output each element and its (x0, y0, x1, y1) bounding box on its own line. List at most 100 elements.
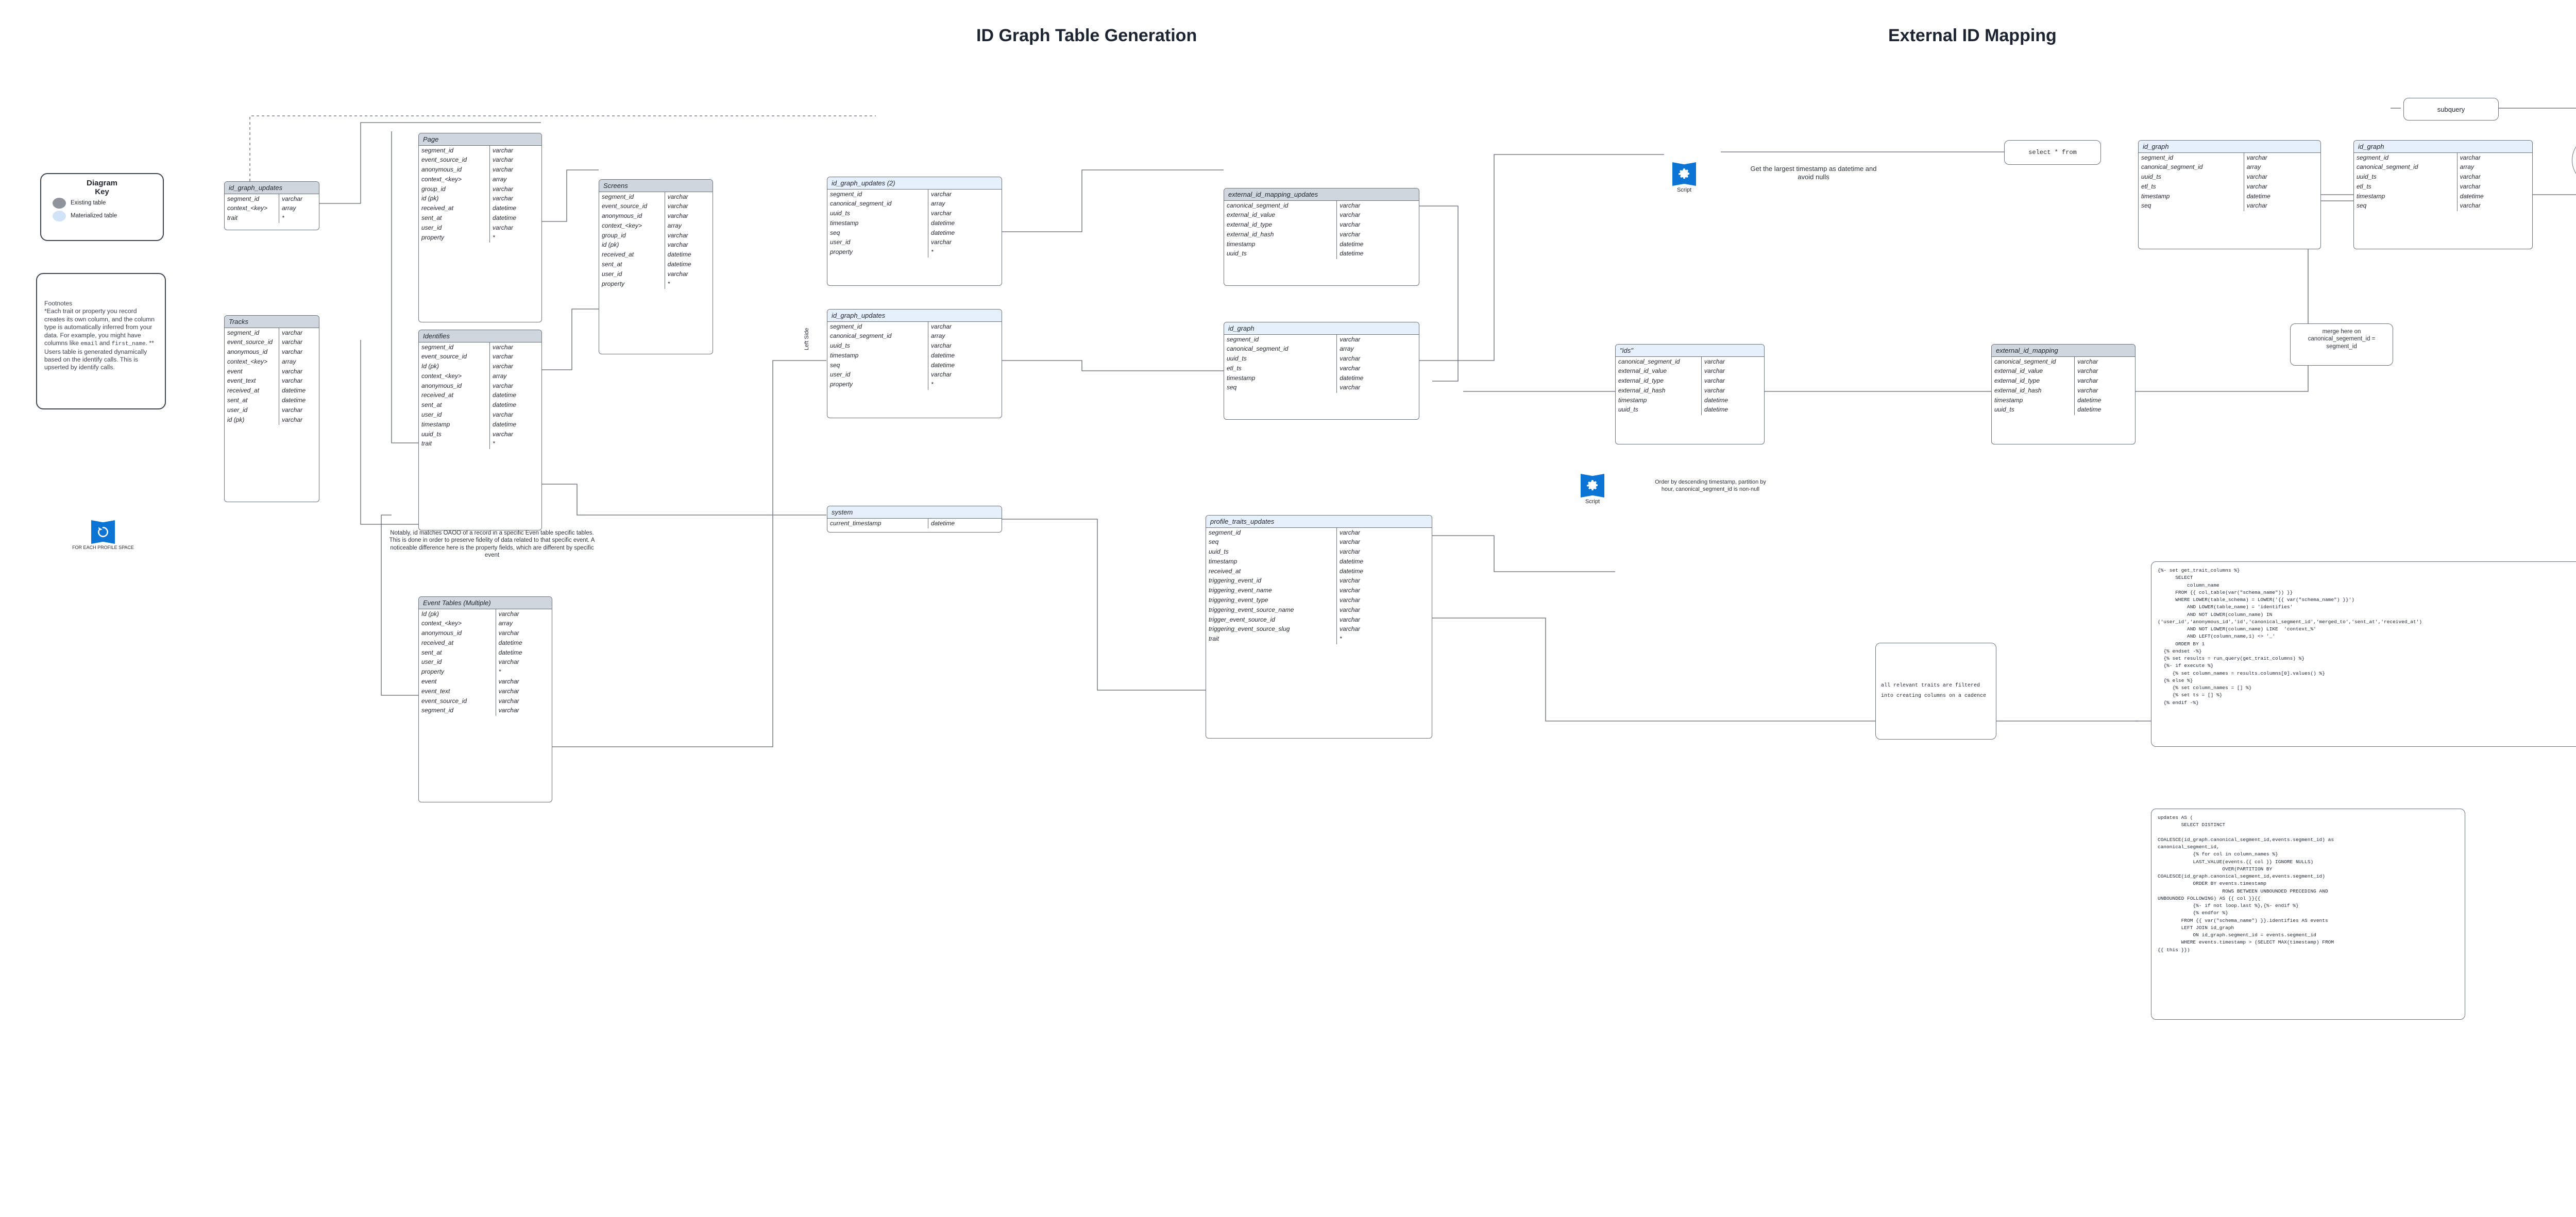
er-column-type: varchar (493, 146, 514, 154)
identifies-note: Notably, id matches OAOO of a record in … (389, 530, 595, 559)
er-column-type: varchar (1340, 384, 1361, 391)
er-column-type: varchar (493, 166, 514, 174)
er-column-name: uuid_ts (1616, 405, 1702, 415)
script-label-2: Script (1585, 499, 1600, 505)
er-column-type: varchar (1340, 364, 1361, 372)
er-column-name: trait (225, 213, 280, 224)
code-block-get-trait-columns: {%- set get_trait_columns %} SELECT colu… (2151, 561, 2576, 747)
er-column-type: datetime (493, 214, 517, 222)
er-column-type: varchar (498, 658, 519, 666)
er-column-type: varchar (2077, 367, 2098, 375)
er-table-title: Event Tables (Multiple) (419, 597, 552, 609)
er-column-name: segment_id (599, 192, 665, 202)
er-column-name: anonymous_id (419, 381, 490, 391)
er-column-name: anonymous_id (225, 347, 280, 357)
er-column-type: varchar (493, 430, 514, 438)
script-node-order-by[interactable]: Script (1577, 474, 1608, 505)
er-column-name: segment_id (2354, 153, 2458, 163)
er-column-name: uuid_ts (2354, 172, 2458, 182)
order-by-desc-note: Order by descending timestamp, partition… (1655, 479, 1766, 492)
er-column-name: property (827, 247, 929, 258)
er-column-name: property (419, 233, 490, 243)
er-column-name: segment_id (419, 706, 496, 716)
er-column-type: datetime (667, 261, 691, 268)
er-column-type: varchar (282, 348, 303, 356)
er-column-type: varchar (1340, 538, 1361, 546)
er-column-type: datetime (1704, 406, 1728, 414)
script-node-timestamp[interactable]: Script (1668, 162, 1700, 193)
er-column-type: datetime (498, 639, 522, 646)
er-column-name: received_at (225, 386, 280, 396)
er-column-name: uuid_ts (1224, 249, 1337, 259)
er-column-name: timestamp (1224, 373, 1337, 383)
er-column-name: timestamp (827, 351, 929, 361)
er-column-name: timestamp (1616, 396, 1702, 405)
footnotes-code-firstname: first_name (111, 340, 146, 347)
er-column-type: varchar (1340, 587, 1361, 594)
er-column-type: varchar (2246, 173, 2267, 181)
er-column-type: datetime (931, 519, 955, 527)
er-column-name: event (225, 367, 280, 376)
er-column-type: array (498, 620, 513, 627)
er-column-type: datetime (1340, 557, 1364, 565)
er-column-name: segment_id (225, 194, 280, 204)
er-table-title: system (827, 506, 1002, 519)
er-column-type: varchar (931, 210, 952, 217)
er-column-type: * (493, 440, 495, 448)
existing-table-swatch-icon (53, 197, 66, 209)
er-column-type: varchar (667, 193, 688, 200)
er-column-name: uuid_ts (1224, 354, 1337, 364)
er-column-name: received_at (419, 390, 490, 401)
er-column-name: trigger_event_source_id (1206, 615, 1337, 625)
traits-filtered-note: all relevant traits are filtered into cr… (1875, 643, 1996, 740)
subquery-box: subquery (2403, 98, 2499, 121)
er-table-title: "ids" (1616, 345, 1764, 357)
er-column-type: varchar (1340, 606, 1361, 613)
er-table-row: property* (827, 247, 1002, 258)
er-column-type: * (1340, 635, 1342, 643)
er-column-name: external_id_type (1616, 376, 1702, 386)
key-row-materialized: Materialized table (41, 210, 163, 222)
er-column-type: varchar (2246, 202, 2267, 210)
er-column-name: uuid_ts (2139, 172, 2244, 182)
code-block-updates-cte: updates AS ( SELECT DISTINCT COALESCE(id… (2151, 809, 2465, 1020)
er-column-type: varchar (2246, 182, 2267, 190)
er-column-name: context_<key> (419, 619, 496, 629)
er-column-name: sent_at (419, 213, 490, 224)
er-column-type: datetime (282, 387, 306, 395)
er-table-row: Id (pk)varchar (419, 609, 552, 619)
er-column-name: received_at (599, 250, 665, 260)
er-column-name: received_at (419, 638, 496, 648)
er-column-type: varchar (1340, 577, 1361, 585)
er-column-type: * (931, 248, 934, 256)
er-column-name: anonymous_id (599, 211, 665, 221)
